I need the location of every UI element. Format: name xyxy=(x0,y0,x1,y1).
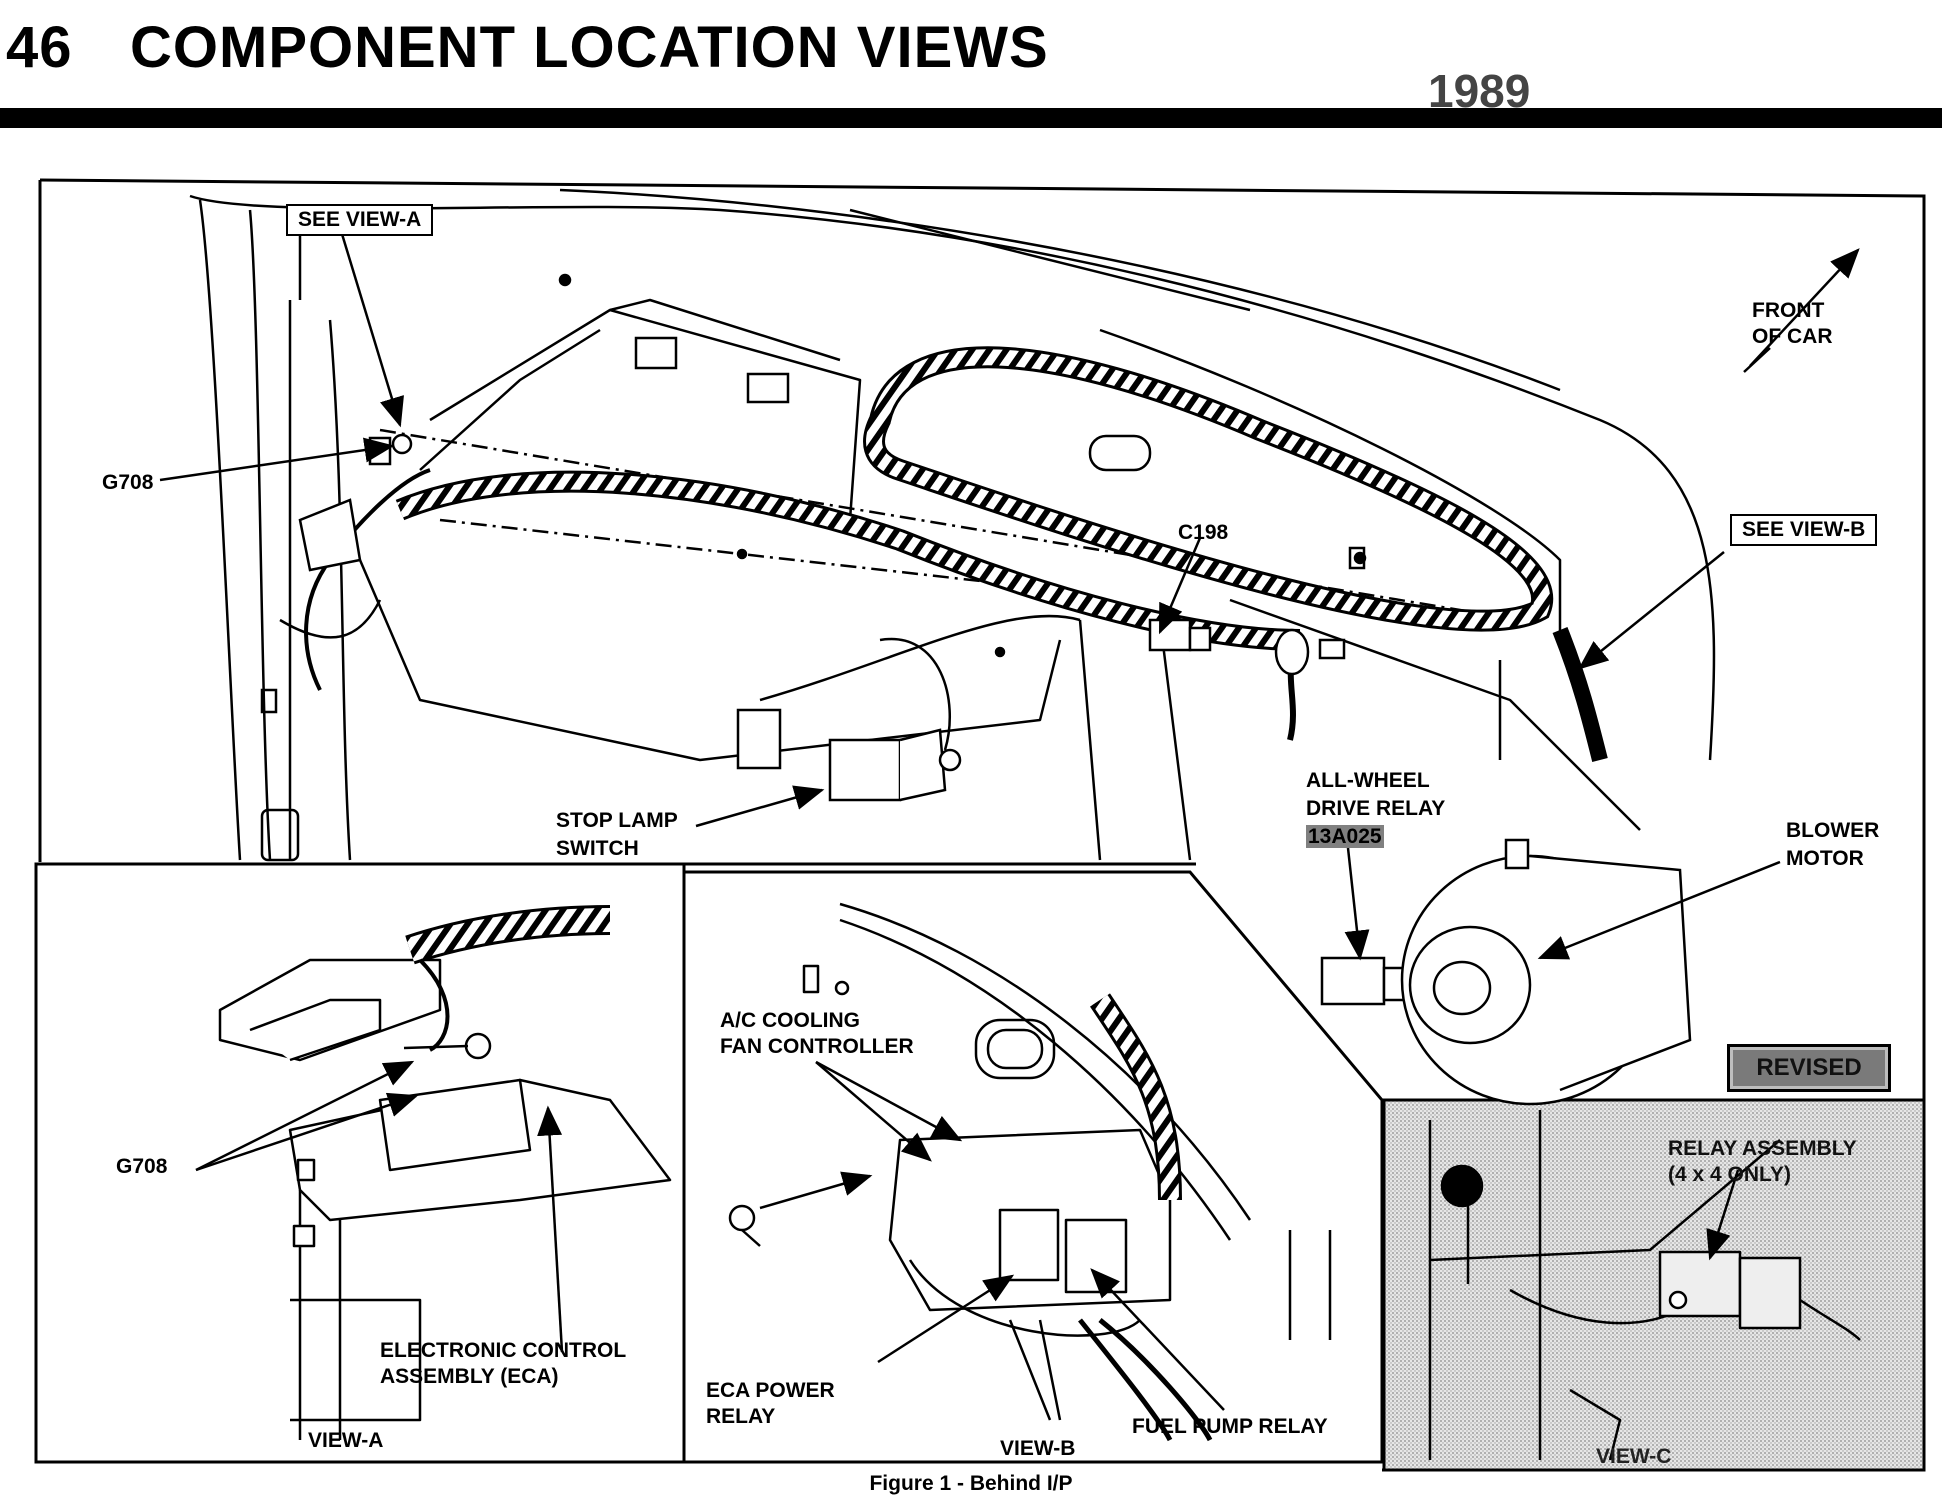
stop-lamp-switch-shape xyxy=(736,637,962,802)
dash-holes xyxy=(260,273,1367,862)
view-b-harness xyxy=(1078,993,1213,1442)
see-view-b-label: SEE VIEW-B xyxy=(1730,514,1878,546)
eca-label-1: ELECTRONIC CONTROL xyxy=(380,1339,627,1362)
view-b-art xyxy=(728,902,1332,1421)
g708-label: G708 xyxy=(102,471,154,494)
ac-fan-controller-label-1: A/C COOLING xyxy=(720,1009,860,1032)
main-harness xyxy=(304,346,1608,762)
view-a-title: VIEW-A xyxy=(308,1429,384,1452)
c198-label: C198 xyxy=(1178,521,1229,544)
stop-lamp-switch-label-1: STOP LAMP xyxy=(556,809,678,832)
eca-power-relay-label-2: RELAY xyxy=(706,1405,776,1428)
awd-relay-label-2: DRIVE RELAY xyxy=(1306,797,1446,820)
relay-assembly-label-2: (4 x 4 ONLY) xyxy=(1668,1163,1791,1186)
view-a-g708-label: G708 xyxy=(116,1155,168,1178)
figure-caption: Figure 1 - Behind I/P xyxy=(869,1472,1073,1495)
header-rule xyxy=(0,108,1942,128)
blower-motor-label-1: BLOWER xyxy=(1786,819,1880,842)
see-view-a-label: SEE VIEW-A xyxy=(286,204,434,236)
page-title: COMPONENT LOCATION VIEWS xyxy=(130,15,1049,80)
eca-power-relay-label-1: ECA POWER xyxy=(706,1379,835,1402)
view-a-harness xyxy=(405,905,611,1052)
fuel-pump-relay-label: FUEL PUMP RELAY xyxy=(1132,1415,1328,1438)
view-c-art xyxy=(1428,1110,1861,1461)
awd-relay-label-1: ALL-WHEEL xyxy=(1306,769,1430,792)
view-b-panel xyxy=(684,870,1384,1464)
part-number-highlight: 13A025 xyxy=(1306,825,1384,848)
g708-ground-shape xyxy=(279,433,413,639)
eca-label-2: ASSEMBLY (ECA) xyxy=(380,1365,559,1388)
revised-stamp: REVISED xyxy=(1727,1044,1891,1092)
page-number: 46 xyxy=(6,15,73,80)
relay-assembly-label-1: RELAY ASSEMBLY xyxy=(1668,1137,1857,1160)
awd-relay-part-number: 13A025 xyxy=(1306,824,1384,850)
view-b-title: VIEW-B xyxy=(1000,1437,1076,1460)
leader-lines xyxy=(159,233,1860,1411)
view-c-panel xyxy=(1382,1098,1926,1472)
stop-lamp-switch-label-2: SWITCH xyxy=(556,837,639,860)
blower-motor-label-2: MOTOR xyxy=(1786,847,1864,870)
view-c-title: VIEW-C xyxy=(1596,1445,1672,1468)
front-of-car-label-2: OF CAR xyxy=(1752,325,1833,348)
awd-relay-shape xyxy=(1320,956,1408,1006)
ac-fan-controller-label-2: FAN CONTROLLER xyxy=(720,1035,914,1058)
view-a-art xyxy=(218,958,672,1440)
front-of-car-label-1: FRONT xyxy=(1752,299,1825,322)
blower-motor-shape xyxy=(1400,838,1692,1106)
view-a-panel xyxy=(34,862,686,1464)
